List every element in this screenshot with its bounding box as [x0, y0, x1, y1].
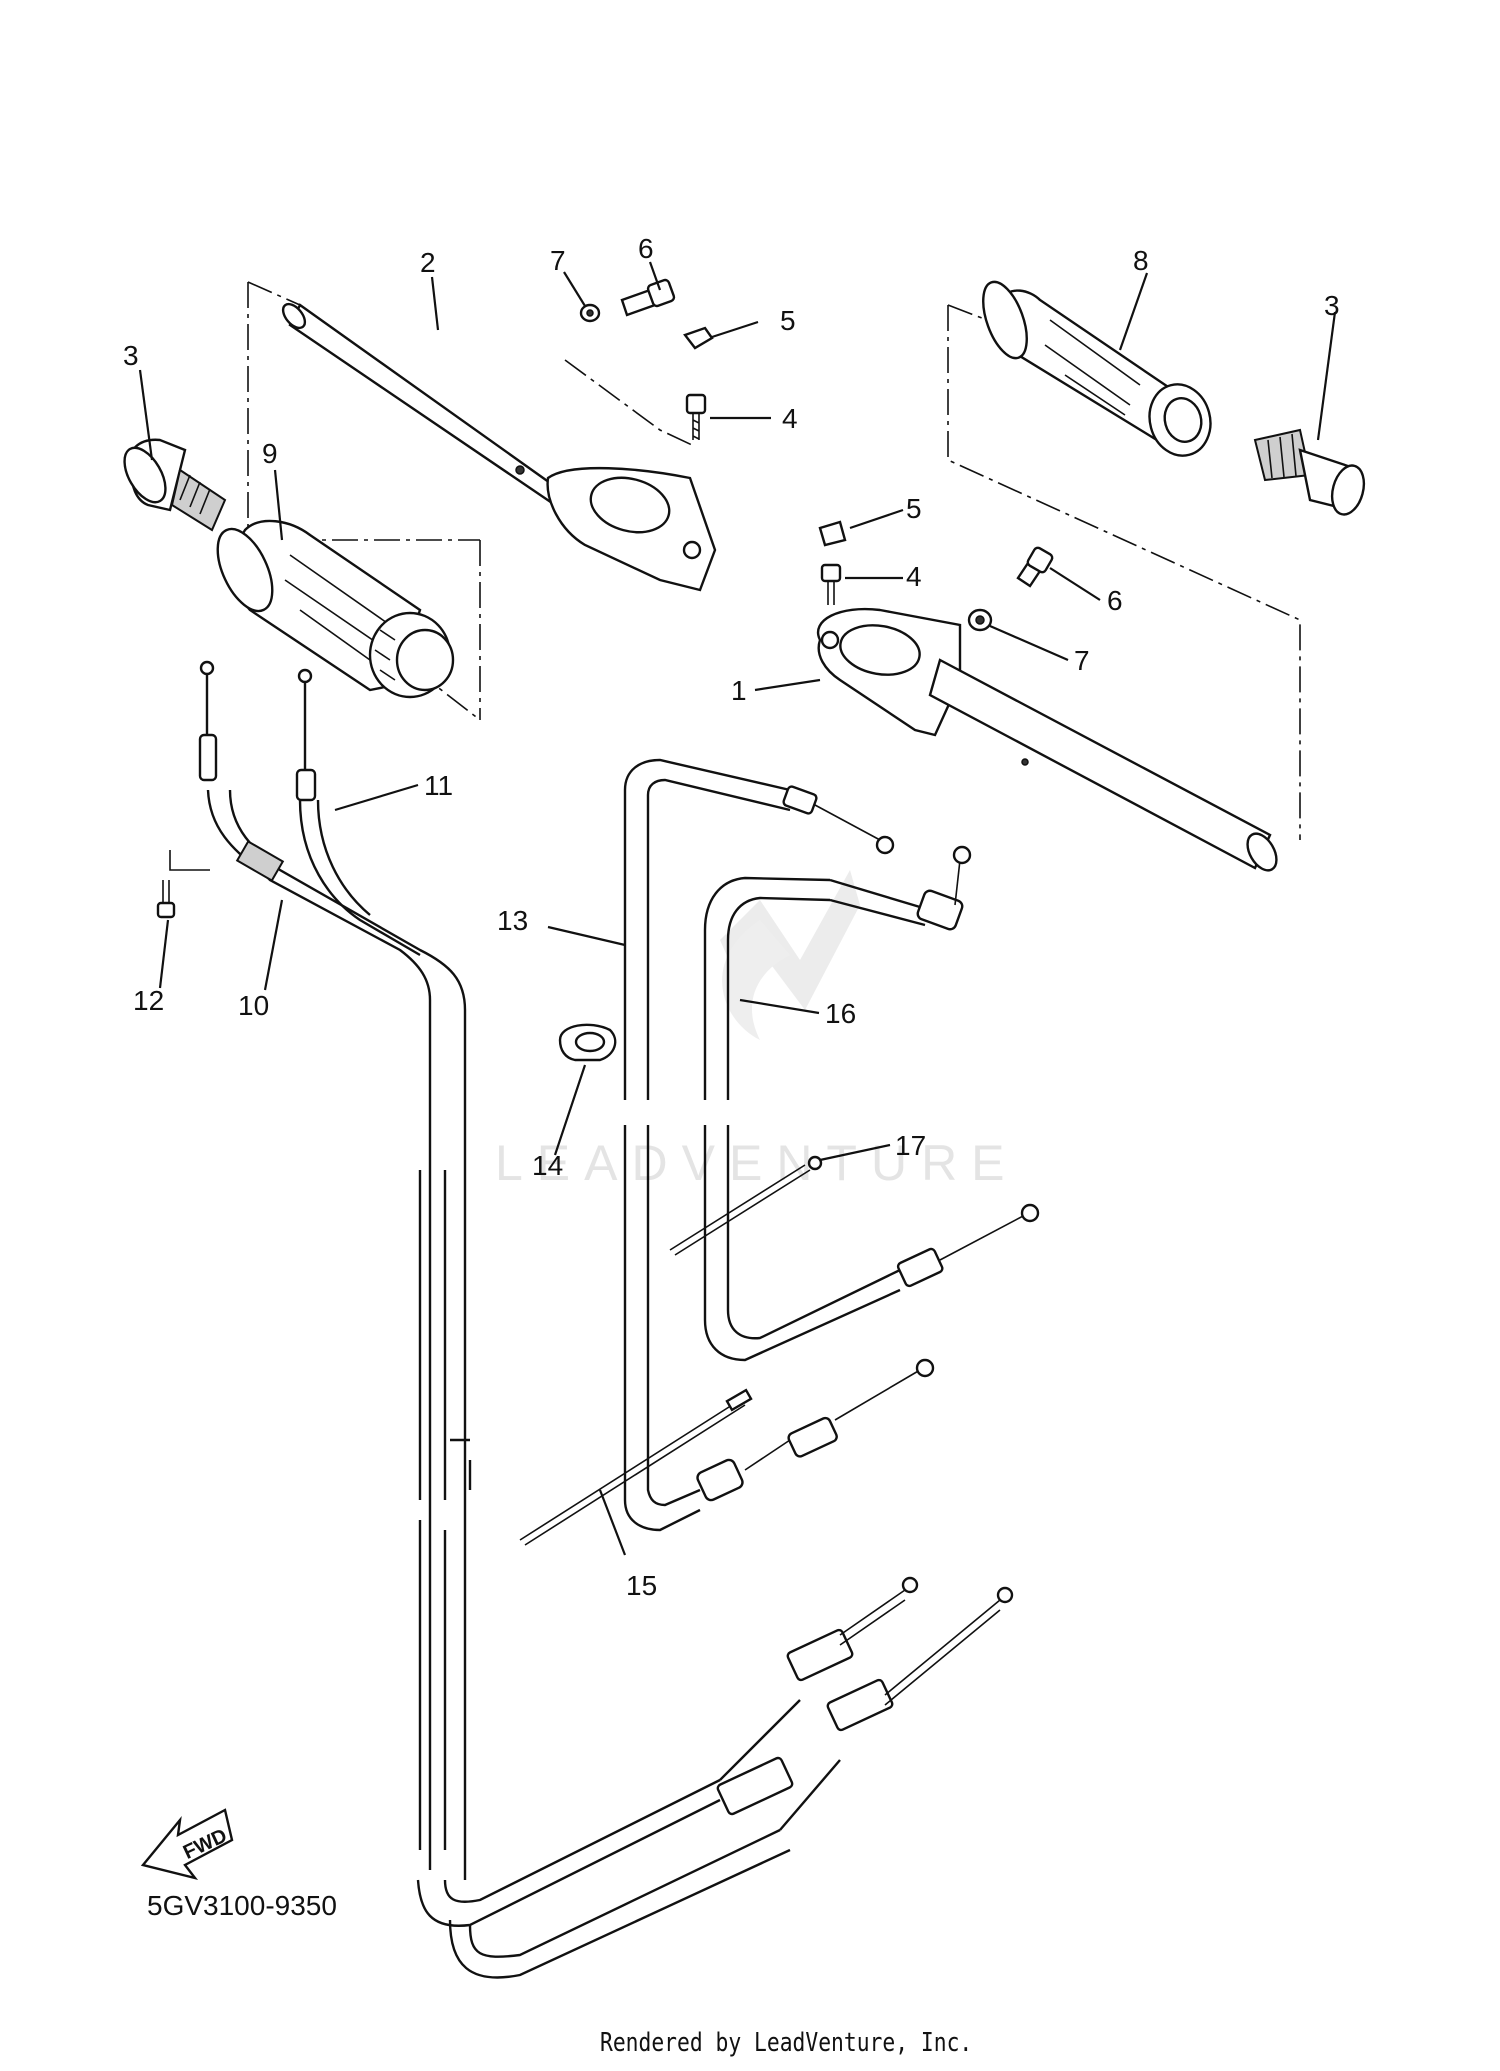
callout-4-left: 4	[782, 403, 798, 434]
throttle-cables	[198, 660, 1014, 1979]
right-handlebar	[816, 607, 1278, 872]
callout-13: 13	[497, 905, 528, 936]
callout-5-right: 5	[906, 493, 922, 524]
callout-15: 15	[626, 1570, 657, 1601]
hardware	[156, 278, 1054, 919]
callout-8: 8	[1133, 245, 1149, 276]
right-grip	[982, 280, 1212, 457]
callout-1: 1	[731, 675, 747, 706]
watermark: LEADVENTURE	[495, 870, 1019, 1191]
left-handlebar	[281, 302, 717, 592]
left-grip	[216, 519, 455, 699]
callout-10: 10	[238, 990, 269, 1021]
fwd-arrow: FWD	[140, 1808, 234, 1881]
diagram-reference-code: 5GV3100-9350	[147, 1890, 337, 1921]
callout-11: 11	[424, 770, 453, 801]
callout-3-left: 3	[123, 340, 139, 371]
right-bar-end	[1253, 428, 1366, 516]
callout-4-right: 4	[906, 561, 922, 592]
callout-14: 14	[532, 1150, 563, 1181]
watermark-text: LEADVENTURE	[495, 1135, 1019, 1191]
callout-16: 16	[825, 998, 856, 1029]
callout-3-right: 3	[1324, 290, 1340, 321]
clutch-cable	[519, 758, 935, 1546]
callout-5-left: 5	[780, 305, 796, 336]
callout-labels: 2 3 9 7 6 5 4 8 3 5 4 6 7 1 11 13 12 10 …	[123, 233, 1340, 1601]
left-bar-end	[123, 438, 227, 532]
cable-clamp	[558, 1023, 617, 1062]
callout-17: 17	[895, 1130, 926, 1161]
callout-7-left: 7	[550, 245, 566, 276]
callout-2: 2	[420, 247, 436, 278]
callout-7-right: 7	[1074, 645, 1090, 676]
callout-12: 12	[133, 985, 164, 1016]
cable-16	[669, 845, 1040, 1362]
leader-lines	[138, 261, 1337, 1556]
render-credit: Rendered by LeadVenture, Inc.	[600, 2028, 973, 2058]
callout-6-right: 6	[1107, 585, 1123, 616]
callout-9: 9	[262, 438, 278, 469]
callout-6-left: 6	[638, 233, 654, 264]
